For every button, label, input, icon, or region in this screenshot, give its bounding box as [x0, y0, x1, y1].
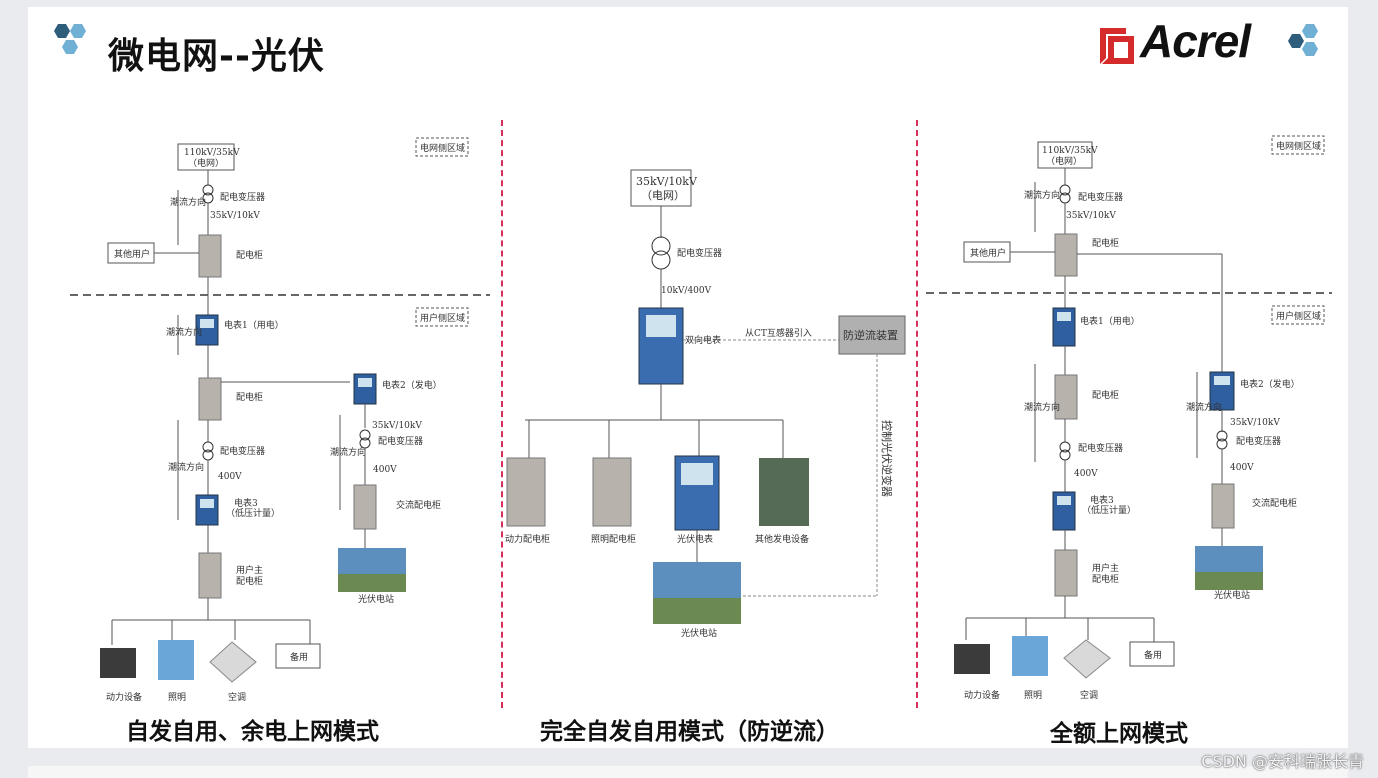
cabinet-label: 配电柜: [236, 391, 263, 403]
anti-reverse-device: 防逆流装置: [843, 328, 898, 342]
other-generation: 其他发电设备: [755, 533, 809, 545]
grid-caption: （电网）: [188, 157, 224, 169]
diagram-self-use-surplus: 电网侧区域 用户侧区域 110kV/35kV （电网） 配电变压器 35kV/1…: [70, 137, 490, 703]
flow-direction: 潮流方向: [168, 461, 204, 473]
grid-zone-label: 电网侧区域: [1276, 140, 1321, 152]
diagram-full-self-use: 35kV/10kV （电网） 配电变压器 10kV/400V 双向电表 从CT互…: [505, 169, 906, 639]
transformer-label: 配电变压器: [1078, 191, 1123, 203]
user-main-cab: 配电柜: [236, 575, 263, 587]
voltage-400: 400V: [1074, 469, 1098, 479]
pv-station: 光伏电站: [681, 627, 717, 639]
ac-label: 空调: [228, 691, 246, 703]
cabinet-label: 配电柜: [236, 249, 263, 261]
meter2-label: 电表2（发电）: [382, 379, 442, 391]
ct-signal-label: 从CT互感器引入: [745, 327, 812, 339]
ac-label: 空调: [1080, 689, 1098, 701]
diagram-full-grid-export: 电网侧区域 用户侧区域 110kV/35kV （电网） 配电变压器 35kV/1…: [926, 135, 1332, 701]
grid-caption: （电网）: [1046, 155, 1082, 167]
next-slide-strip: [28, 766, 1348, 778]
section-divider: [916, 120, 918, 708]
meter3-label: 电表3: [234, 497, 258, 509]
voltage-400: 400V: [373, 465, 397, 475]
acrel-logo-icon: [1100, 28, 1134, 64]
spare-label: 备用: [290, 651, 308, 663]
voltage-35-10: 35kV/10kV: [210, 211, 260, 221]
other-users: 其他用户: [114, 248, 150, 260]
lighting: 照明: [1024, 690, 1042, 701]
power-cabinet: 动力配电柜: [505, 533, 550, 545]
mode-label-full-self-use: 完全自发自用模式（防逆流）: [540, 719, 839, 745]
user-zone-label: 用户侧区域: [420, 312, 465, 324]
ac-cab-label: 交流配电柜: [1252, 497, 1297, 509]
slide: [28, 7, 1348, 748]
flow-direction: 潮流方向: [1024, 189, 1060, 201]
control-inverter-label: 控制光伏逆变器: [880, 420, 894, 497]
flow-direction: 潮流方向: [1186, 401, 1222, 413]
voltage-35-10: 35kV/10kV: [1230, 418, 1280, 428]
transformer-label: 配电变压器: [1078, 442, 1123, 454]
power-equip: 动力设备: [106, 691, 142, 703]
mode-label-full-grid-export: 全额上网模式: [1050, 721, 1188, 747]
grid-voltage: 110kV/35kV: [1042, 146, 1098, 156]
meter2-label: 电表2（发电）: [1240, 378, 1300, 390]
spare-label: 备用: [1144, 649, 1162, 661]
user-main-cab: 配电柜: [1092, 573, 1119, 585]
brand-hexagon-icon: [1288, 24, 1318, 56]
user-main-cab: 用户主: [236, 564, 263, 576]
voltage-400: 400V: [1230, 463, 1254, 473]
section-divider: [501, 120, 503, 708]
transformer-label: 配电变压器: [1236, 435, 1281, 447]
lighting-cabinet: 照明配电柜: [591, 533, 636, 545]
transformer-label: 配电变压器: [677, 247, 722, 259]
meter1-label: 电表1（用电）: [224, 319, 284, 331]
cabinet-label: 配电柜: [1092, 389, 1119, 401]
voltage-35-10: 35kV/10kV: [372, 421, 422, 431]
user-main-cab: 用户主: [1092, 562, 1119, 574]
pv-station: 光伏电站: [1214, 589, 1250, 601]
grid-voltage: 35kV/10kV: [636, 175, 698, 188]
flow-direction: 潮流方向: [330, 446, 366, 458]
brand-name: Acrel: [1140, 15, 1251, 67]
other-users: 其他用户: [970, 247, 1006, 259]
meter3-sub: （低压计量）: [226, 507, 280, 519]
mode-label-self-use-surplus: 自发自用、余电上网模式: [126, 719, 379, 745]
grid-zone-label: 电网侧区域: [420, 142, 465, 154]
ac-cab-label: 交流配电柜: [396, 499, 441, 511]
transformer-label: 配电变压器: [220, 445, 265, 457]
power-equip: 动力设备: [964, 689, 1000, 701]
page-title: 微电网--光伏: [108, 36, 325, 77]
voltage-400: 400V: [218, 472, 242, 482]
grid-voltage: 110kV/35kV: [184, 148, 240, 158]
voltage-35-10: 35kV/10kV: [1066, 211, 1116, 221]
meter1-label: 电表1（用电）: [1080, 315, 1140, 327]
grid-caption: （电网）: [641, 189, 685, 202]
user-zone-label: 用户侧区域: [1276, 310, 1321, 322]
hexagon-cluster-icon: [54, 24, 86, 54]
flow-direction: 潮流方向: [170, 196, 206, 208]
cabinet-label: 配电柜: [1092, 237, 1119, 249]
meter3-label: 电表3: [1090, 494, 1114, 506]
flow-direction: 潮流方向: [1024, 401, 1060, 413]
lighting: 照明: [168, 692, 186, 703]
transformer-label: 配电变压器: [220, 191, 265, 203]
pv-station: 光伏电站: [358, 593, 394, 605]
meter3-sub: （低压计量）: [1082, 504, 1136, 516]
pv-meter: 光伏电表: [677, 533, 713, 545]
transformer-label: 配电变压器: [378, 435, 423, 447]
watermark: CSDN @安科瑞张长青: [1201, 752, 1364, 771]
voltage-10-400: 10kV/400V: [661, 286, 712, 296]
flow-direction: 潮流方向: [166, 326, 202, 338]
